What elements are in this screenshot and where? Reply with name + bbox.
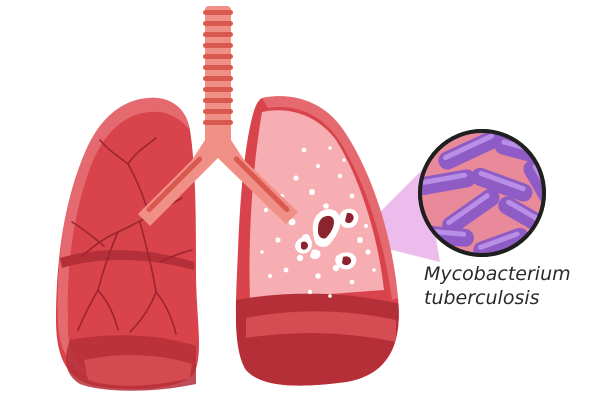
- bacteria-label-line2: tuberculosis: [424, 287, 540, 309]
- right-bronchus: [226, 156, 298, 224]
- trachea: [192, 6, 244, 166]
- bacteria-label: Mycobacterium tuberculosis: [424, 262, 596, 310]
- left-lung: [56, 97, 200, 391]
- bacteria-label-line1: Mycobacterium: [424, 263, 571, 285]
- cavity-lesions: [295, 208, 359, 270]
- left-bronchus: [138, 156, 210, 226]
- right-lung: [235, 96, 399, 386]
